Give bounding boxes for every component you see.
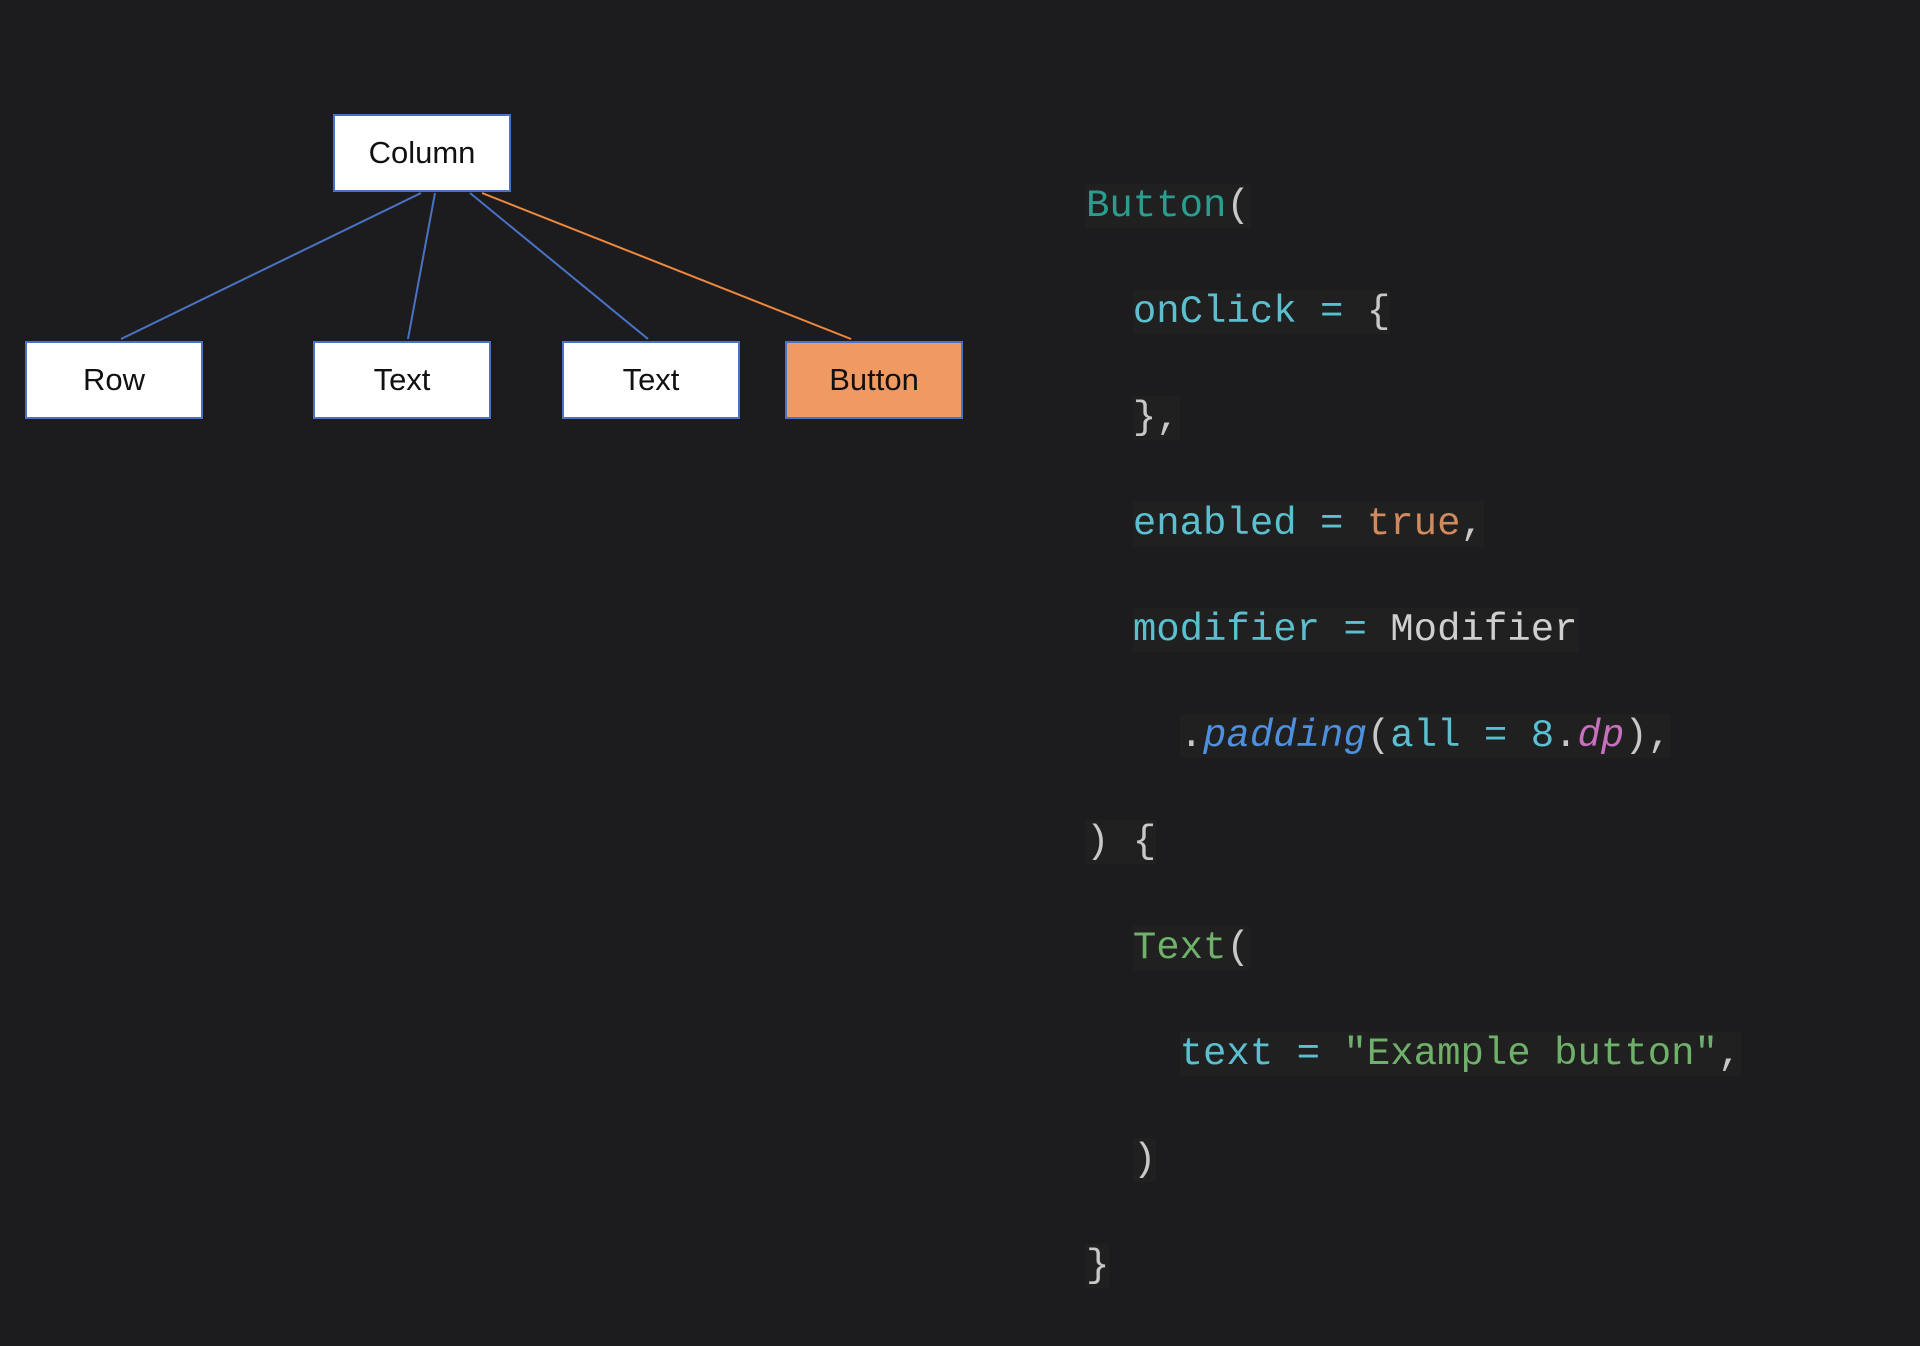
code-token: text xyxy=(1179,1032,1274,1076)
edge-column-row xyxy=(120,192,422,340)
tree-node-button-highlighted: Button xyxy=(785,341,963,419)
code-token: ) xyxy=(1132,1138,1157,1182)
code-token: enabled xyxy=(1132,502,1297,546)
code-token: onClick xyxy=(1132,290,1297,334)
code-line-5: modifier = Modifier xyxy=(1086,604,1741,657)
code-token: ( xyxy=(1226,926,1250,970)
tree-node-label: Button xyxy=(829,362,919,397)
code-line-4: enabled = true, xyxy=(1086,498,1741,551)
code-line-6: .padding(all = 8.dp), xyxy=(1086,710,1741,763)
code-token: "Example button" xyxy=(1343,1032,1718,1076)
code-token: true xyxy=(1366,502,1461,546)
code-line-1: Button( xyxy=(1086,180,1741,233)
code-token: . xyxy=(1554,714,1578,758)
code-token: Text xyxy=(1132,926,1227,970)
code-token: { xyxy=(1366,290,1391,334)
edge-column-text-1 xyxy=(407,192,436,340)
tree-node-label: Row xyxy=(82,362,145,397)
tree-node-label: Column xyxy=(368,135,476,170)
code-token: } xyxy=(1086,1244,1110,1288)
code-token: , xyxy=(1460,502,1484,546)
code-token: dp xyxy=(1577,714,1625,758)
code-token: = xyxy=(1296,290,1367,334)
code-token: 8 xyxy=(1530,714,1555,758)
code-token: = xyxy=(1296,502,1367,546)
tree-node-label: Text xyxy=(373,362,431,397)
code-line-9: text = "Example button", xyxy=(1086,1028,1742,1081)
code-token: = xyxy=(1273,1032,1344,1076)
code-token: . xyxy=(1179,714,1204,758)
code-token: , xyxy=(1717,1032,1742,1076)
code-token: Button xyxy=(1086,184,1227,228)
tree-edges xyxy=(120,192,852,340)
tree-node-column: Column xyxy=(333,114,511,192)
tree-node-label: Text xyxy=(622,362,680,397)
code-token: modifier xyxy=(1132,608,1321,652)
code-token: Modifier xyxy=(1390,608,1578,652)
code-line-7: ) { xyxy=(1086,816,1741,869)
code-token: all xyxy=(1390,714,1461,758)
code-token: ( xyxy=(1226,184,1250,228)
tree-node-row: Row xyxy=(25,341,203,419)
edge-column-button xyxy=(481,192,852,340)
code-token: padding xyxy=(1203,714,1367,758)
code-token: = xyxy=(1320,608,1391,652)
code-token: }, xyxy=(1132,396,1180,440)
code-token: ), xyxy=(1624,714,1672,758)
code-line-11: } xyxy=(1086,1240,1741,1293)
code-line-10: ) xyxy=(1086,1134,1741,1187)
edge-column-text-2 xyxy=(469,192,649,340)
code-line-8: Text( xyxy=(1086,922,1741,975)
code-token: = xyxy=(1460,714,1531,758)
tree-node-text: Text xyxy=(313,341,491,419)
code-token: ) { xyxy=(1086,820,1157,864)
code-line-2: onClick = { xyxy=(1086,286,1741,339)
code-line-3: }, xyxy=(1086,392,1741,445)
code-snippet: Button( onClick = { }, enabled = true, m… xyxy=(1086,127,1742,1346)
code-token: ( xyxy=(1366,714,1391,758)
tree-node-text: Text xyxy=(562,341,740,419)
